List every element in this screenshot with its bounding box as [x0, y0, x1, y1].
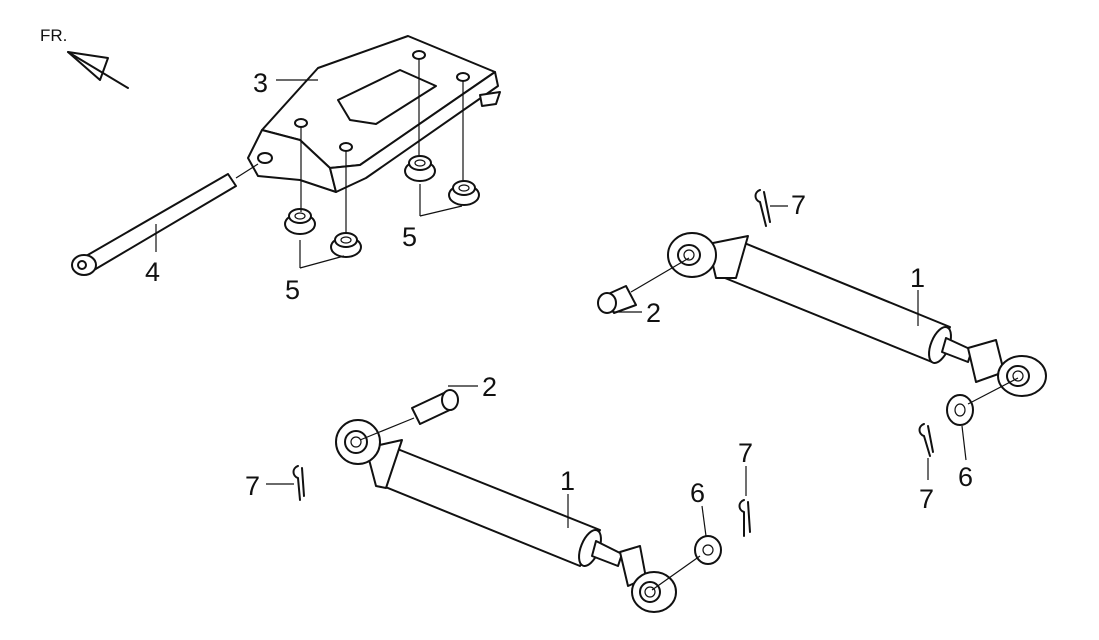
flange-nuts [284, 59, 480, 258]
leader-5a [299, 240, 345, 269]
callout-1: 1 [910, 263, 925, 293]
callout-labels: 3 4 5 5 2 2 1 1 6 6 7 7 7 7 [145, 68, 973, 514]
tie-rod-threaded-end [941, 337, 973, 363]
rod-end-bushing [344, 430, 368, 454]
washer-alignment-line [651, 555, 701, 591]
callout-2: 2 [646, 298, 661, 328]
callout-leaders [155, 79, 967, 537]
bracket-pivot-hole [257, 152, 273, 164]
washer-upper [946, 377, 1019, 426]
cotter-pin [754, 189, 771, 227]
pin-head [597, 292, 617, 314]
bracket-hole [456, 72, 470, 82]
pin-alignment-line [359, 417, 415, 441]
washer [694, 535, 722, 565]
callout-6: 6 [958, 462, 973, 492]
pin-head [441, 389, 459, 411]
washer-lower [651, 535, 722, 591]
callout-7: 7 [245, 471, 260, 501]
rod-end-bushing [677, 244, 701, 266]
tie-rod-upper [667, 232, 1047, 397]
bracket-hole [412, 50, 426, 60]
bolt-alignment-line [235, 163, 259, 179]
flange-nut [330, 232, 362, 258]
pivot-bolt [71, 163, 259, 276]
tie-rod-threaded-end [591, 540, 623, 567]
rod-end-bushing [639, 581, 661, 603]
bracket-rear-tab [479, 91, 501, 107]
clevis-pin-upper [597, 257, 690, 314]
front-label: FR. [40, 26, 67, 45]
callout-2: 2 [482, 372, 497, 402]
front-direction-indicator: FR. [40, 26, 129, 89]
cotter-pin [918, 423, 934, 457]
cotter-pin [738, 499, 751, 537]
bracket-hole [339, 142, 353, 152]
front-arrow-head [67, 51, 109, 81]
clevis-pin-lower [359, 389, 459, 441]
leader-6b [701, 505, 707, 537]
washer [946, 394, 974, 426]
flange-nut [284, 208, 316, 235]
flange-nut [448, 180, 480, 206]
bolt-head-socket [77, 260, 87, 270]
bracket-hole [294, 118, 308, 128]
pin-alignment-line [630, 257, 690, 293]
leader-6a [961, 425, 967, 461]
leader-5b [419, 184, 463, 217]
tie-rod-lower [335, 419, 677, 613]
callout-5: 5 [285, 275, 300, 305]
callout-7: 7 [919, 484, 934, 514]
callout-4: 4 [145, 257, 160, 287]
callout-6: 6 [690, 478, 705, 508]
callout-7: 7 [791, 190, 806, 220]
mounting-bracket [247, 35, 501, 193]
callout-3: 3 [253, 68, 268, 98]
cotter-pin [292, 465, 305, 501]
bracket-side-ear [247, 129, 337, 193]
rod-end-bushing [1006, 365, 1030, 387]
bracket-front-flange [329, 71, 499, 193]
washer-alignment-line [967, 377, 1019, 405]
front-arrow-shaft [67, 51, 129, 89]
callout-1: 1 [560, 466, 575, 496]
bolt-shank [85, 173, 237, 271]
bracket-center-cutout [337, 69, 437, 125]
callout-5: 5 [402, 222, 417, 252]
callout-7: 7 [738, 438, 753, 468]
tie-rod-tube [719, 239, 951, 363]
flange-nut [404, 155, 436, 182]
